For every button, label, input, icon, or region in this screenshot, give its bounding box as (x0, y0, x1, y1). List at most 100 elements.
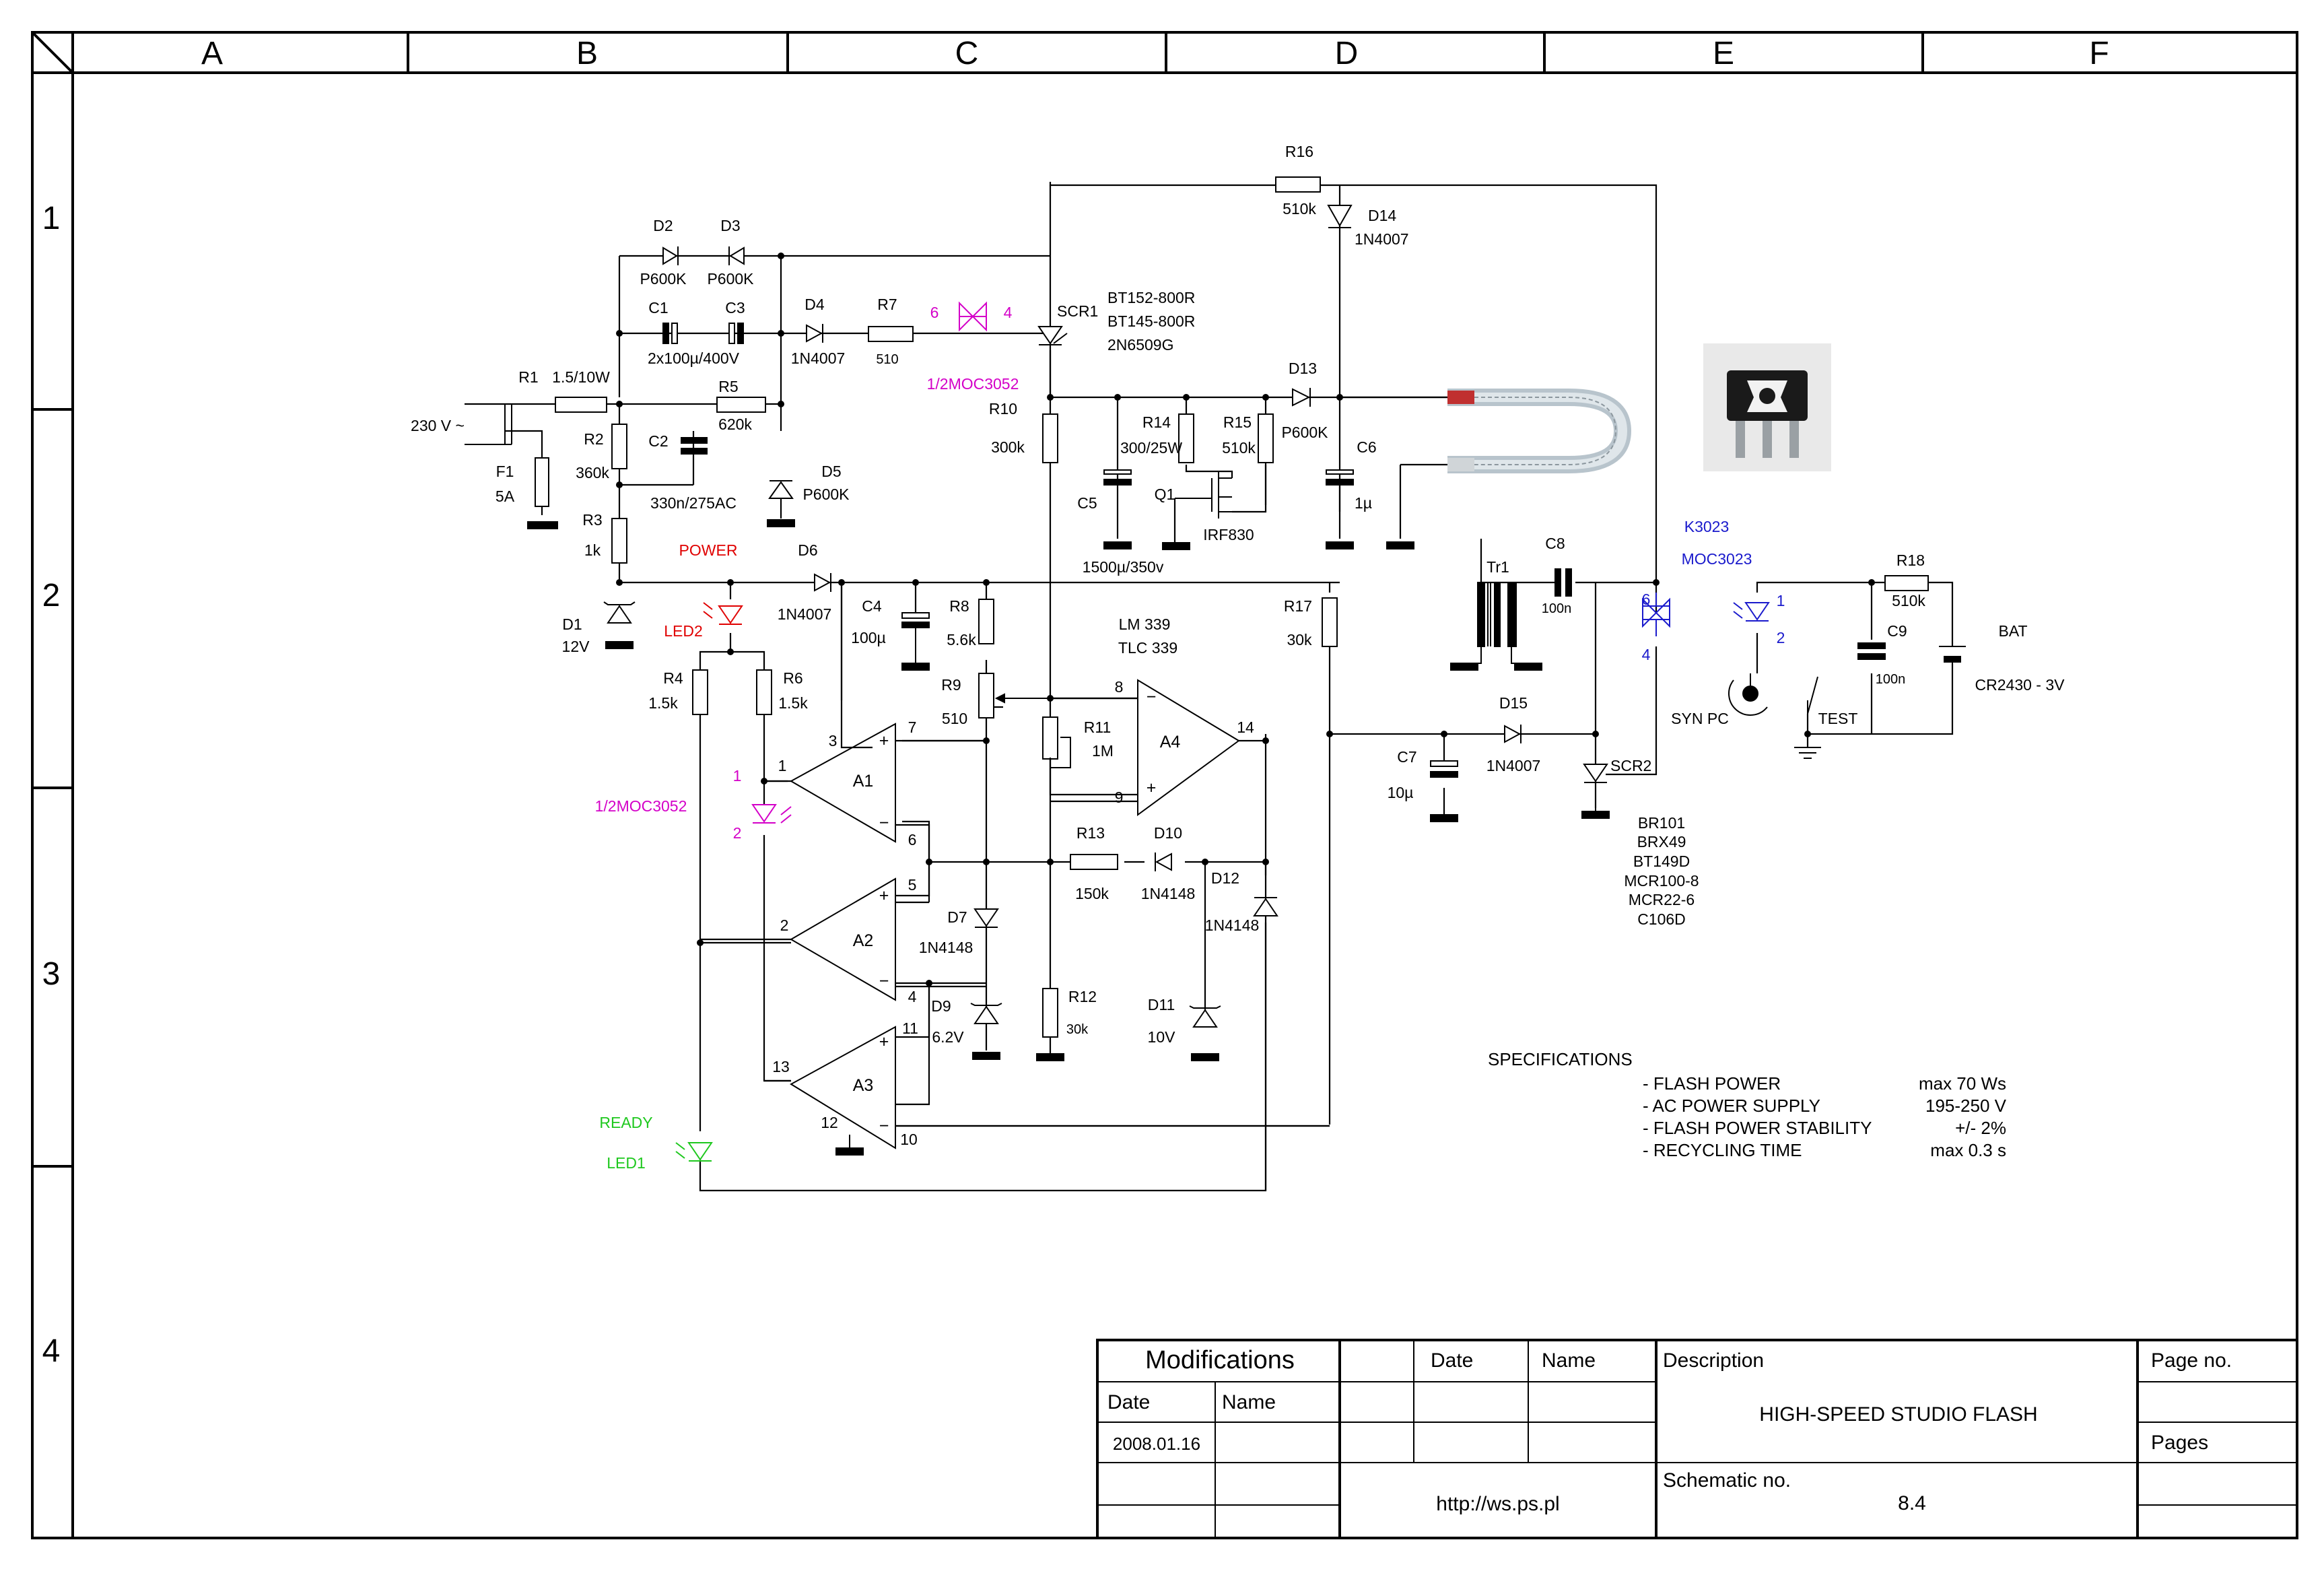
label-test: TEST (1818, 710, 1858, 727)
label-r15: R15 (1223, 413, 1252, 431)
tb-pages: Pages (2151, 1432, 2208, 1454)
label-d11: D11 (1148, 996, 1175, 1013)
label-r18: R18 (1896, 551, 1925, 569)
component-symbols (465, 176, 1414, 840)
label-d13: D13 (1289, 360, 1317, 377)
label-a2: A2 (853, 931, 874, 950)
tb-name-header: Name (1222, 1391, 1276, 1413)
spec-name-4: - RECYCLING TIME (1643, 1140, 1802, 1160)
label-r16-val: 510k (1283, 200, 1316, 218)
label-d2: D2 (653, 217, 673, 234)
svg-text:+: + (879, 731, 889, 750)
tb-schematic-no-label: Schematic no. (1663, 1469, 1791, 1492)
label-ready: READY (599, 1114, 652, 1131)
label-r4-val: 1.5k (648, 694, 678, 712)
label-c1-val: 2x100µ/400V (648, 349, 740, 367)
label-c4: C4 (862, 597, 882, 615)
tb-date-header2: Date (1431, 1349, 1473, 1372)
label-r18-val: 510k (1892, 592, 1925, 609)
label-r12-val: 30k (1066, 1022, 1089, 1037)
grid-col-b: B (576, 36, 598, 71)
label-c2: C2 (648, 432, 668, 450)
label-c5: C5 (1077, 494, 1097, 512)
grid-row-1: 1 (42, 201, 61, 236)
pin-6: 6 (908, 831, 917, 848)
lower-components (687, 568, 1966, 1162)
label-r3: R3 (582, 511, 602, 529)
label-r11: R11 (1084, 718, 1112, 736)
label-d3: D3 (720, 217, 740, 234)
label-d14-val: 1N4007 (1355, 230, 1409, 248)
label-r6-val: 1.5k (778, 694, 808, 712)
label-tlc339: TLC 339 (1118, 639, 1177, 657)
label-d15-val: 1N4007 (1486, 757, 1541, 774)
label-d13-val: P600K (1281, 424, 1328, 441)
label-bat-val: CR2430 - 3V (1975, 676, 2065, 694)
label-c6-val: 1µ (1355, 494, 1372, 512)
label-moc-pin4: 4 (1642, 646, 1651, 663)
tb-date-header: Date (1107, 1391, 1150, 1413)
label-r17: R17 (1284, 597, 1312, 615)
label-c9: C9 (1887, 622, 1907, 640)
led-arrows (675, 602, 1743, 1159)
svg-text:−: − (879, 813, 889, 832)
pin-12: 12 (821, 1114, 838, 1131)
label-scr1-type1: BT152-800R (1107, 289, 1195, 306)
comparators: + − + − + − − + (788, 679, 1240, 1149)
label-d15: D15 (1499, 694, 1528, 712)
label-scr2-t1: BR101 (1638, 814, 1685, 832)
pin-8: 8 (1115, 678, 1124, 696)
label-r1-val: 1.5/10W (552, 368, 610, 386)
label-r10: R10 (989, 400, 1017, 417)
label-opto-pin4: 4 (1004, 304, 1013, 321)
label-d10-val: 1N4148 (1141, 885, 1196, 902)
label-moc-pin1: 1 (1777, 592, 1785, 609)
grid-row-4: 4 (42, 1333, 61, 1369)
label-moc3023: MOC3023 (1682, 550, 1752, 568)
label-r11-val: 1M (1092, 742, 1114, 760)
label-d11-val: 10V (1148, 1028, 1176, 1046)
tb-name-header2: Name (1542, 1349, 1596, 1372)
label-scr2-t6: C106D (1637, 910, 1686, 928)
label-r8: R8 (949, 597, 969, 615)
label-scr1-type2: BT145-800R (1107, 312, 1195, 330)
label-r4: R4 (663, 669, 683, 687)
pin-3: 3 (829, 732, 838, 749)
label-moc-pin6: 6 (1642, 591, 1651, 608)
label-scr2-t5: MCR22-6 (1629, 891, 1695, 908)
label-led-pin1: 1 (733, 767, 742, 784)
label-c7-val: 10µ (1388, 784, 1414, 801)
label-d14: D14 (1368, 207, 1396, 224)
label-d5: D5 (821, 463, 841, 480)
svg-text:−: − (879, 1116, 889, 1135)
label-r14-val: 300/25W (1120, 439, 1182, 457)
specifications: SPECIFICATIONS - FLASH POWER max 70 Ws -… (1488, 1049, 2007, 1160)
pin-7: 7 (908, 718, 917, 736)
label-d3-val: P600K (707, 270, 754, 288)
label-r16: R16 (1285, 143, 1313, 160)
tb-schematic-no: 8.4 (1898, 1492, 1926, 1514)
pin-11: 11 (902, 1020, 918, 1037)
label-r8-val: 5.6k (947, 631, 976, 648)
spec-name-3: - FLASH POWER STABILITY (1643, 1118, 1872, 1138)
label-q1-val: IRF830 (1203, 526, 1254, 543)
label-r13-val: 150k (1075, 885, 1109, 902)
label-r1: R1 (518, 368, 538, 386)
tb-description: HIGH-SPEED STUDIO FLASH (1759, 1403, 2037, 1426)
tb-modifications: Modifications (1145, 1346, 1295, 1374)
label-c7: C7 (1397, 748, 1416, 766)
title-block: Modifications Date Name Date Name 2008.0… (1096, 1339, 2298, 1539)
svg-text:−: − (879, 972, 889, 991)
label-q1: Q1 (1155, 486, 1175, 503)
label-d6: D6 (798, 541, 817, 559)
label-scr2: SCR2 (1610, 757, 1651, 774)
tb-entry-date: 2008.01.16 (1113, 1434, 1200, 1454)
grid-labels: A B C D E F 1 2 3 4 (42, 36, 2109, 1369)
label-r5: R5 (718, 378, 738, 395)
pin-4: 4 (908, 988, 917, 1005)
label-c6: C6 (1357, 438, 1376, 456)
grid-col-e: E (1713, 36, 1734, 71)
label-d7-val: 1N4148 (919, 939, 973, 956)
wires (465, 182, 1954, 1192)
label-c2-val: 330n/275AC (650, 494, 737, 512)
